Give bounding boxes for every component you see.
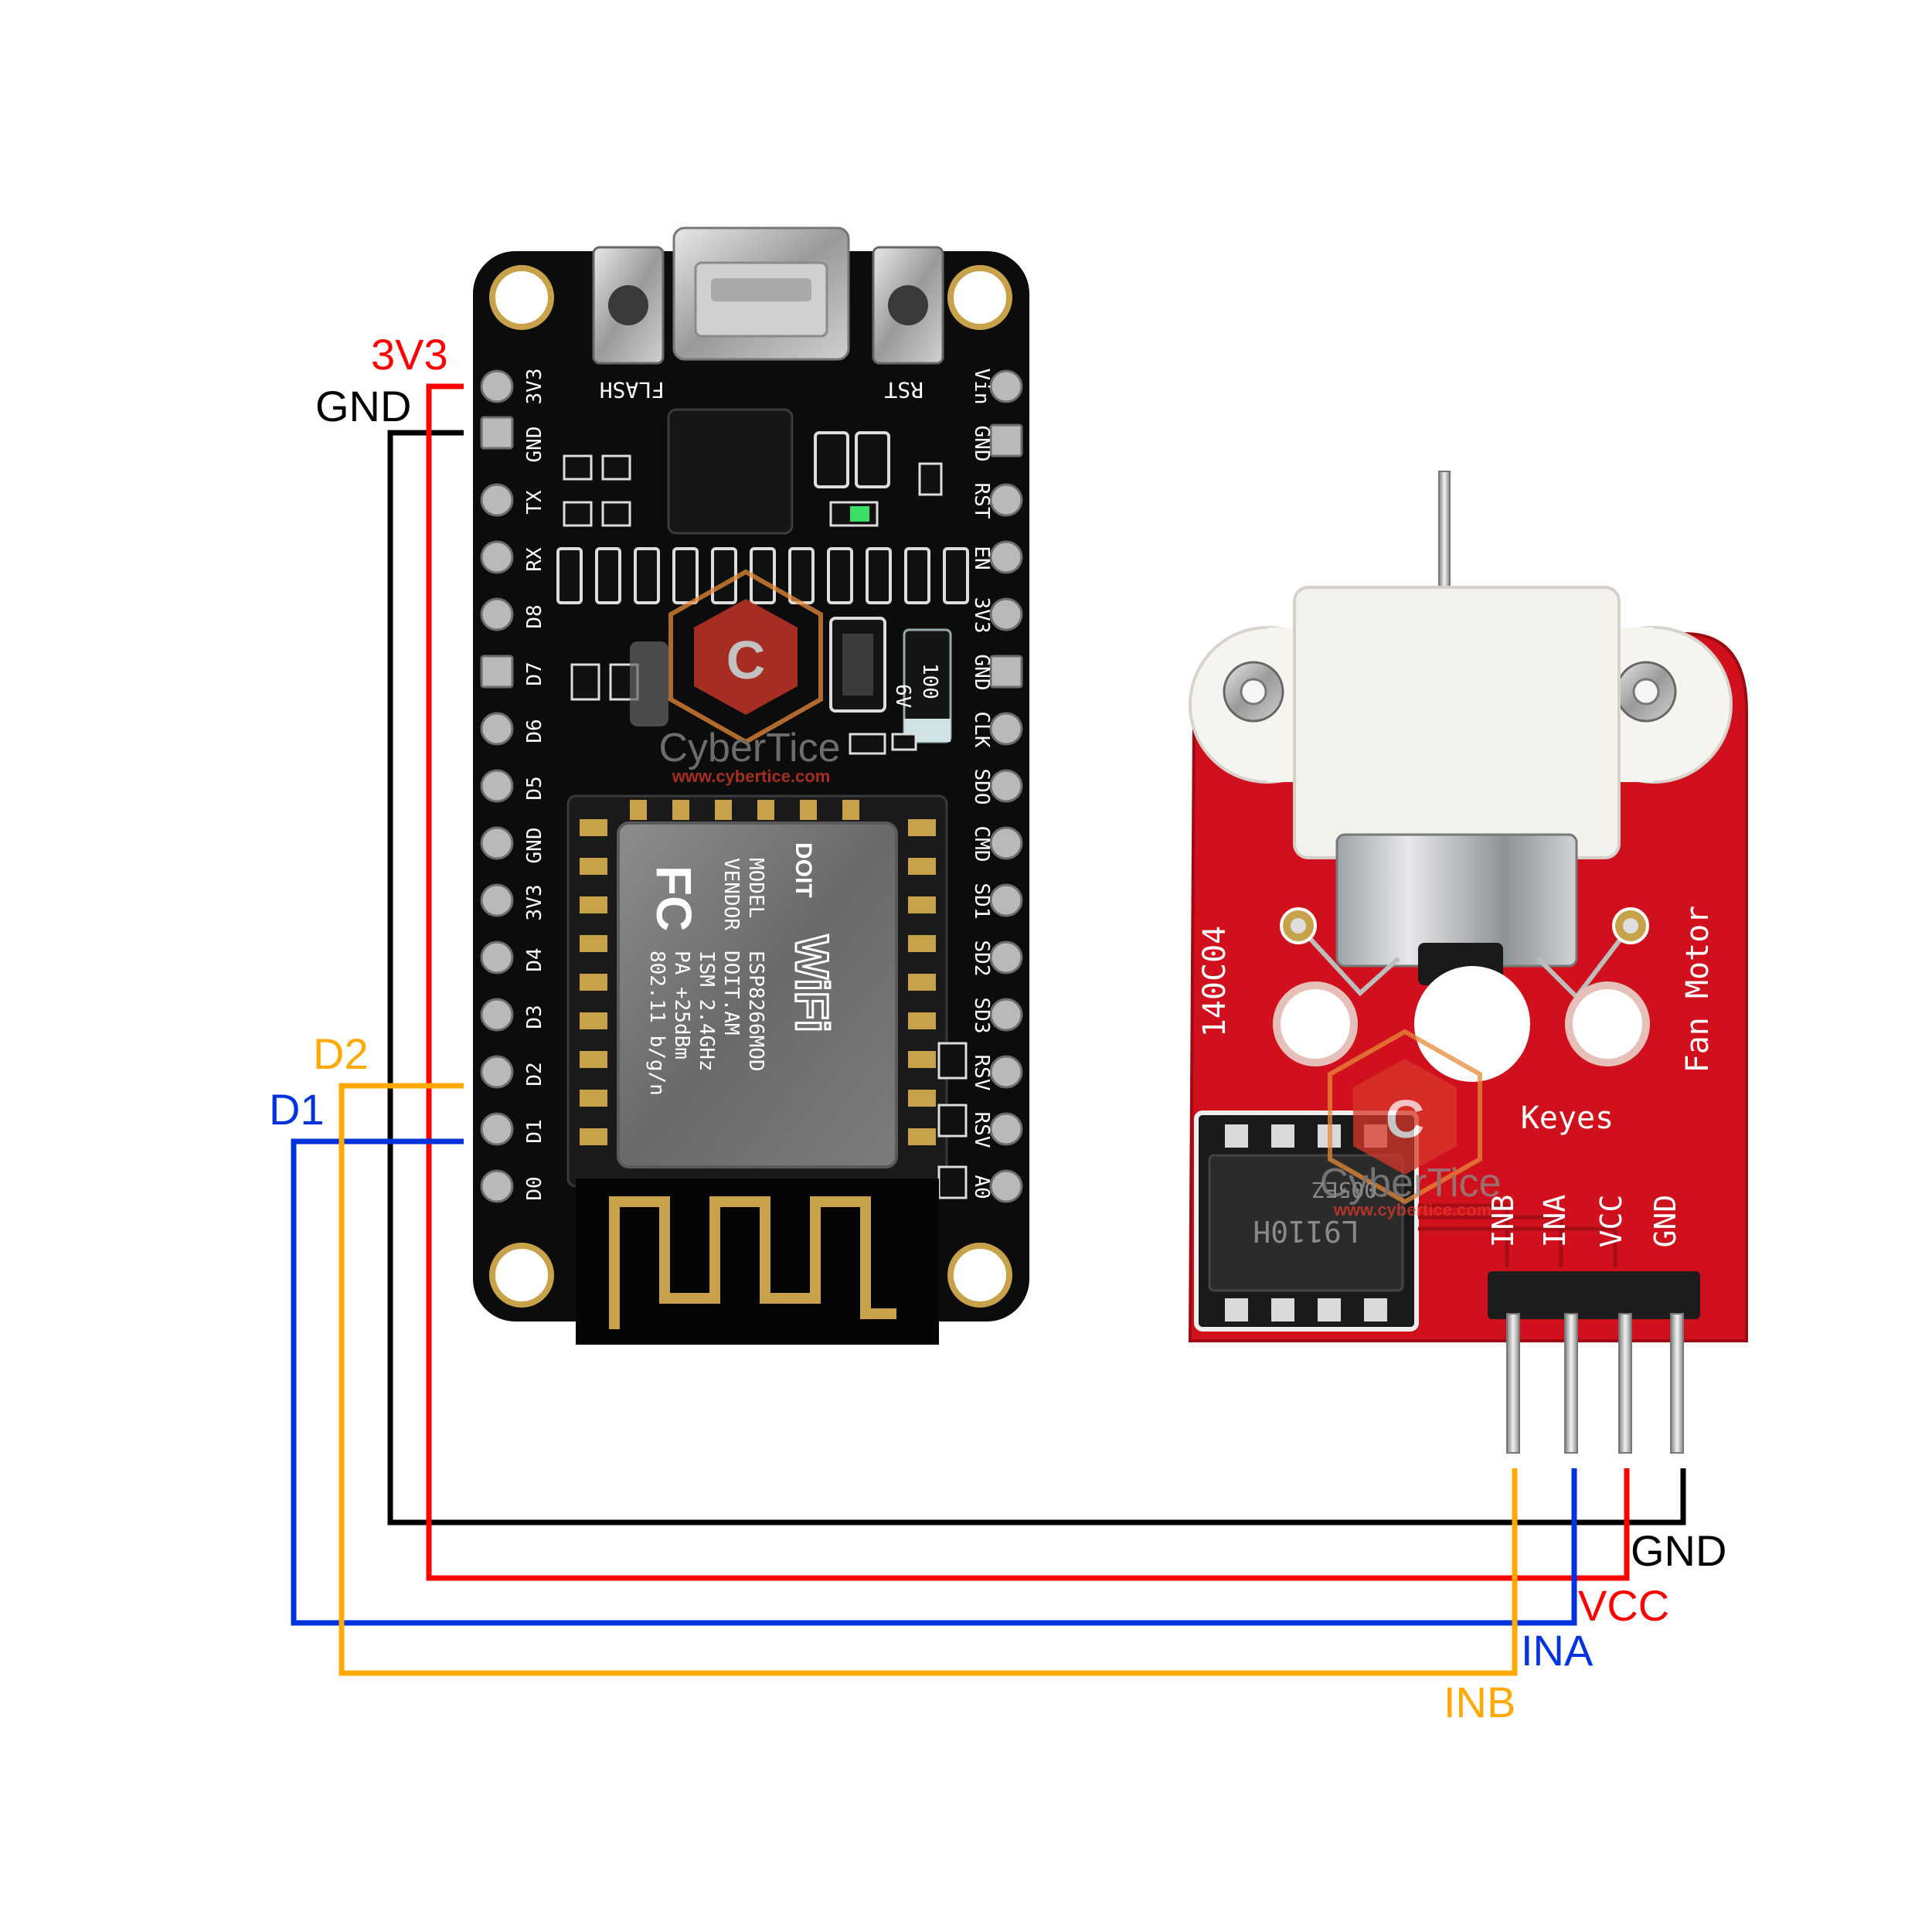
resistor-row (556, 547, 969, 604)
esp8266-module: MODEL VENDOR ISM 2.4GHz PA +25dBm 802.11… (566, 794, 948, 1188)
pin-label-left-gnd-1: GND (523, 427, 546, 463)
board-code: 140C04 (1197, 926, 1233, 1038)
pin-label-right-rsv-1: RSV (970, 1055, 993, 1091)
pin-label-right-sd3: SD3 (970, 998, 993, 1034)
pin-label-right-en: EN (970, 546, 993, 570)
wifi-mark: WiFi (786, 935, 838, 1032)
board-title: Fan Motor (1680, 906, 1716, 1073)
module-text-80211: 802.11 b/g/n (645, 951, 668, 1096)
pin-label-right-rsv-2: RSV (970, 1112, 993, 1148)
label-right-vcc: VCC (1578, 1581, 1669, 1630)
pcb-antenna (609, 1196, 896, 1329)
wire-gnd (387, 430, 1686, 1526)
label-right-ina: INA (1521, 1626, 1594, 1675)
usb-serial-chip (667, 408, 794, 535)
pin-label-left-gnd-2: GND (523, 828, 546, 864)
pin-label-right-clk: CLK (970, 712, 993, 748)
label-left-gnd: GND (315, 382, 411, 430)
motor-holder (1293, 586, 1621, 859)
pin-label-left-3v3: 3V3 (523, 369, 546, 405)
l9110h-chip (1208, 1154, 1404, 1292)
label-left-3v3: 3V3 (371, 330, 448, 379)
pin-label-left-tx: TX (523, 490, 546, 515)
pin-label-left-3v3-2: 3V3 (523, 885, 546, 921)
fan-header-pins (1506, 1313, 1684, 1454)
flash-label: FLASH (600, 377, 665, 403)
pin-label-left-d5: D5 (523, 776, 546, 800)
wires (291, 383, 1686, 1676)
rst-label: RST (884, 377, 923, 403)
nodemcu-board: FLASH RST (473, 226, 1029, 1345)
fan-motor-board: 140C04 Fan Motor Keyes L9110H 005EZ INB … (1188, 471, 1748, 1454)
watermark-2-name: CyberTice (1319, 1161, 1501, 1206)
left-header-pins (480, 369, 514, 1203)
capacitor-text-2: 6V (891, 684, 914, 708)
module-text-vendor: VENDOR (719, 858, 743, 930)
wire-vcc (426, 383, 1630, 1581)
capacitor-text-1: 100 (918, 663, 941, 699)
label-left-d1: D1 (269, 1085, 325, 1134)
label-right-inb: INB (1444, 1678, 1515, 1726)
watermark-2-url: www.cybertice.com (1333, 1200, 1492, 1219)
pin-label-left-d0: D0 (523, 1176, 546, 1200)
fan-pin-label-gnd: GND (1648, 1195, 1682, 1248)
pin-label-left-d3: D3 (523, 1005, 546, 1029)
fan-pin-label-ina: INA (1538, 1195, 1572, 1248)
chip-text-1: L9110H (1253, 1214, 1359, 1248)
watermark-1-letter: C (726, 630, 766, 690)
fc-mark: FC (646, 866, 702, 931)
board-brand: Keyes (1521, 1100, 1614, 1136)
pin-label-left-d4: D4 (523, 947, 546, 971)
wire-ina (291, 1138, 1577, 1626)
module-text-pa: PA +25dBm (670, 951, 693, 1060)
pin-label-right-rst: RST (970, 483, 993, 519)
module-text-name: ESP8266MOD (744, 951, 767, 1072)
label-left-d2: D2 (313, 1029, 369, 1078)
pin-label-right-sd1: SD1 (970, 883, 993, 920)
right-header-pins (989, 369, 1023, 1203)
pin-label-right-gnd-2: GND (970, 655, 993, 691)
pin-label-left-d8: D8 (523, 604, 546, 628)
pin-label-right-cmd: CMD (970, 826, 993, 862)
pin-label-left-d6: D6 (523, 719, 546, 743)
pin-label-left-d2: D2 (523, 1062, 546, 1086)
label-right-gnd: GND (1631, 1526, 1726, 1575)
wire-inb (338, 1083, 1518, 1676)
module-text-model: MODEL (744, 858, 767, 918)
module-text-vendor-name: DOIT.AM (719, 951, 743, 1036)
pin-label-right-3v3: 3V3 (970, 597, 993, 634)
fan-pin-label-inb: INB (1486, 1195, 1520, 1248)
fan-header (1488, 1271, 1700, 1319)
pin-label-left-d7: D7 (523, 662, 546, 685)
pin-label-right-gnd-1: GND (970, 426, 993, 462)
rf-shield (617, 821, 898, 1168)
doit-mark: DOIT (791, 842, 816, 898)
pin-label-left-d1: D1 (523, 1119, 546, 1143)
pin-label-right-sd2: SD2 (970, 940, 993, 977)
watermark-2-letter: C (1386, 1089, 1425, 1149)
watermark-2: C CyberTice www.cybertice.com (1319, 1029, 1502, 1219)
watermark-1-name: CyberTice (658, 726, 840, 770)
module-text-ism: ISM 2.4GHz (695, 951, 718, 1072)
pin-label-right-vin: Vin (970, 369, 993, 405)
watermark-1-url: www.cybertice.com (672, 767, 831, 786)
pin-label-right-sdo: SDO (970, 769, 993, 805)
watermark-1: C CyberTice www.cybertice.com (658, 569, 841, 786)
fan-pin-label-vcc: VCC (1594, 1195, 1628, 1248)
motor-shaft (1438, 471, 1451, 604)
pin-label-left-rx: RX (523, 547, 546, 572)
pin-label-right-a0: A0 (970, 1175, 993, 1199)
